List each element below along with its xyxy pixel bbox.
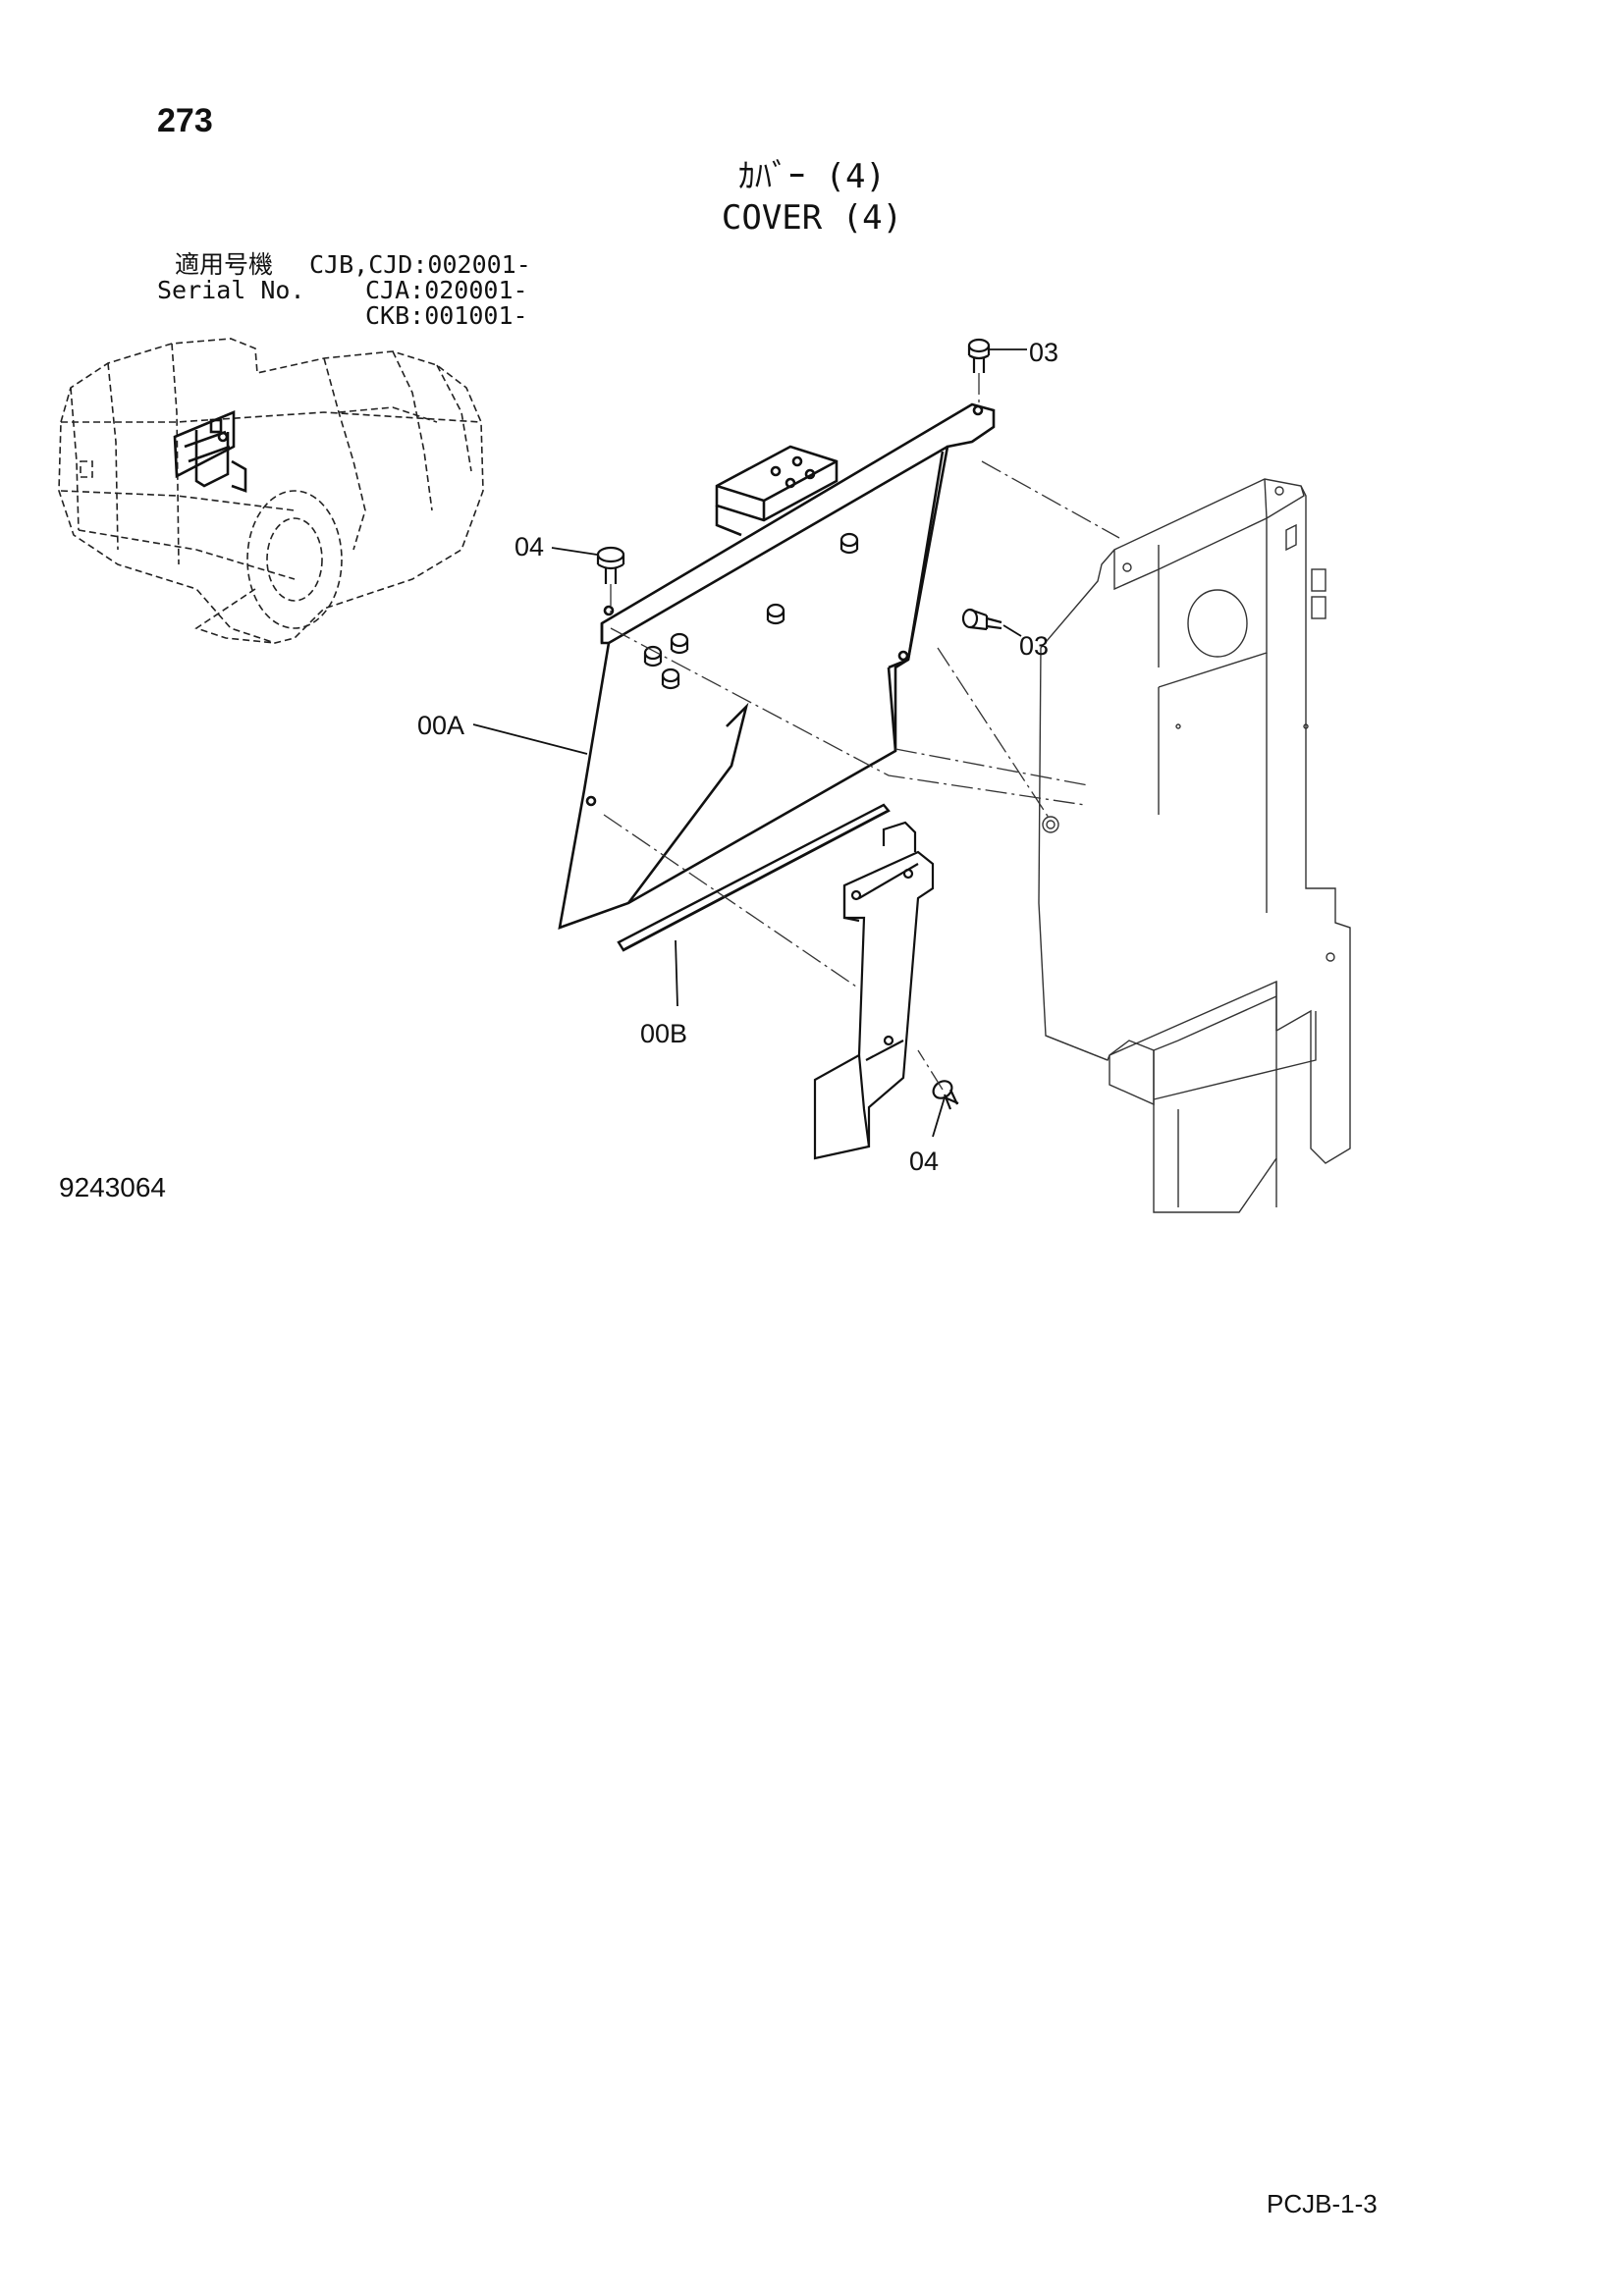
bolt-bottom bbox=[932, 1080, 959, 1110]
bolt-left bbox=[596, 546, 625, 584]
machine-overview-thumbnail bbox=[58, 338, 484, 644]
callout-bolt-middle: 03 bbox=[1019, 631, 1049, 661]
callout-bolt-top: 03 bbox=[1029, 338, 1058, 367]
callout-cover-plate: 00A bbox=[417, 711, 464, 740]
serial-range-1: CJB,CJD:002001- bbox=[309, 250, 531, 279]
title-english: COVER (4) bbox=[721, 198, 903, 238]
cover-plate bbox=[558, 402, 996, 930]
callout-seal-strip: 00B bbox=[640, 1019, 687, 1048]
callout-bolt-bottom: 04 bbox=[909, 1147, 939, 1176]
thumbnail-highlight bbox=[173, 410, 247, 493]
title-japanese: ｶﾊﾞｰ (4) bbox=[738, 157, 886, 196]
page-number: 273 bbox=[157, 102, 213, 139]
callout-bolt-left: 04 bbox=[514, 532, 544, 561]
bolt-top bbox=[967, 338, 991, 373]
support-frame bbox=[1038, 478, 1351, 1213]
serial-range-2: CJA:020001- bbox=[365, 276, 528, 304]
drawing-number: 9243064 bbox=[59, 1172, 167, 1202]
page-code: PCJB-1-3 bbox=[1267, 2189, 1378, 2218]
bolt-middle bbox=[961, 608, 1002, 631]
seal-strip bbox=[617, 803, 891, 952]
leader-lines bbox=[472, 348, 1027, 1138]
serial-range-3: CKB:001001- bbox=[365, 301, 528, 330]
serial-label-jp: 適用号機 bbox=[175, 250, 274, 279]
serial-label-en: Serial No. bbox=[157, 276, 305, 304]
lower-bracket bbox=[813, 821, 935, 1160]
assembly-guide-lines bbox=[603, 373, 1120, 1091]
